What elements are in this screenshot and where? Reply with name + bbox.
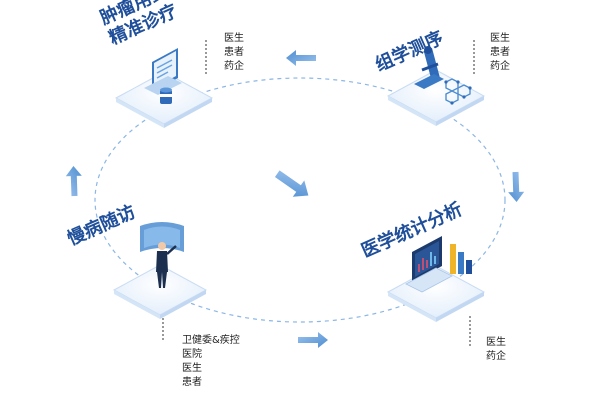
label-item: 医生 (490, 33, 510, 44)
label-item: 药企 (224, 61, 244, 72)
platform-chronic (112, 264, 208, 319)
label-item: 医生 (224, 33, 244, 44)
labels-statistics: 医生 药企 (486, 336, 506, 364)
label-item: 医院 (182, 349, 202, 360)
label-item: 医生 (486, 337, 506, 348)
medical-monitor-pill-icon (144, 48, 182, 104)
arrow-right-down (508, 171, 525, 202)
label-item: 药企 (486, 351, 506, 362)
labels-chronic: 卫健委&疾控 医院 医生 患者 (182, 334, 240, 390)
label-item: 患者 (490, 47, 510, 58)
flow-arrows (65, 50, 525, 348)
label-item: 卫健委&疾控 (182, 335, 240, 346)
platform-oncology (114, 71, 214, 128)
labels-genomics: 医生 患者 药企 (490, 32, 510, 74)
platforms (112, 69, 486, 322)
cycle-ring (94, 77, 506, 323)
label-item: 医生 (182, 363, 202, 374)
arrow-left-up (65, 166, 82, 197)
label-item: 患者 (182, 377, 202, 388)
arrow-top-left (286, 50, 316, 66)
microscope-molecule-icon (414, 46, 472, 105)
doctor-vr-screen-icon (140, 222, 184, 288)
label-item: 药企 (490, 61, 510, 72)
labels-oncology: 医生 患者 药企 (224, 32, 244, 74)
arrow-center-diagonal (274, 170, 309, 197)
platform-genomics (386, 69, 486, 126)
laptop-bar-chart-icon (405, 236, 472, 293)
label-connectors (162, 40, 475, 346)
label-item: 患者 (224, 47, 244, 58)
arrow-bottom-right (298, 332, 328, 348)
